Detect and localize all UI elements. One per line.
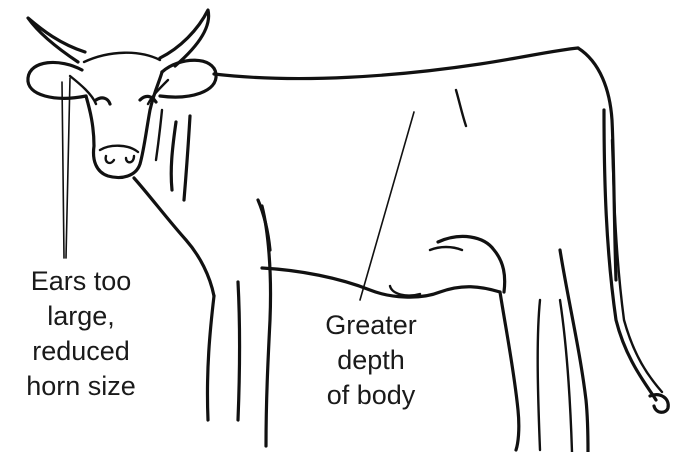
muzzle [100, 146, 138, 152]
label-ears-line-3: reduced [6, 334, 156, 369]
udder [390, 286, 420, 296]
neck-stroke-2 [184, 116, 190, 200]
label-ears-line-2: large, [6, 299, 156, 334]
front-leg-left-outer [207, 296, 214, 420]
left-ear [28, 62, 86, 98]
right-horn [160, 10, 209, 66]
leader-line-ears-2 [66, 78, 70, 258]
hind-leg-inner [538, 300, 540, 450]
front-leg-left-inner [238, 282, 240, 420]
right-ear [160, 60, 216, 97]
nostril-left [106, 156, 114, 163]
neck-stroke-1 [171, 122, 176, 190]
label-greater-depth: Greater depth of body [296, 308, 446, 413]
rump [578, 48, 616, 280]
back-line [214, 48, 578, 79]
nostril-right [126, 156, 134, 162]
hip-mark [456, 90, 466, 126]
label-depth-line-1: Greater [296, 308, 446, 343]
label-ears-line-4: horn size [6, 369, 156, 404]
tail-inner [612, 140, 662, 392]
hind-leg-front-edge [500, 292, 519, 450]
flank-shade [430, 247, 462, 250]
belly-line [262, 268, 500, 297]
flank-fold [438, 236, 505, 292]
leader-line-ears-1 [62, 82, 64, 258]
left-horn [28, 18, 85, 62]
label-depth-line-2: depth [296, 343, 446, 378]
label-ears-line-1: Ears too [6, 264, 156, 299]
label-depth-line-3: of body [296, 378, 446, 413]
label-ears-too-large: Ears too large, reduced horn size [6, 264, 156, 404]
head-outline [86, 72, 162, 178]
hind-leg-second-front [560, 300, 572, 452]
eye-right [140, 96, 156, 102]
eye-left [96, 98, 110, 104]
left-ear-inner [70, 76, 96, 104]
neck-stroke-3 [156, 110, 162, 160]
forehead [84, 53, 160, 62]
leader-line-depth [360, 112, 414, 300]
hind-leg-back-edge [560, 250, 588, 452]
